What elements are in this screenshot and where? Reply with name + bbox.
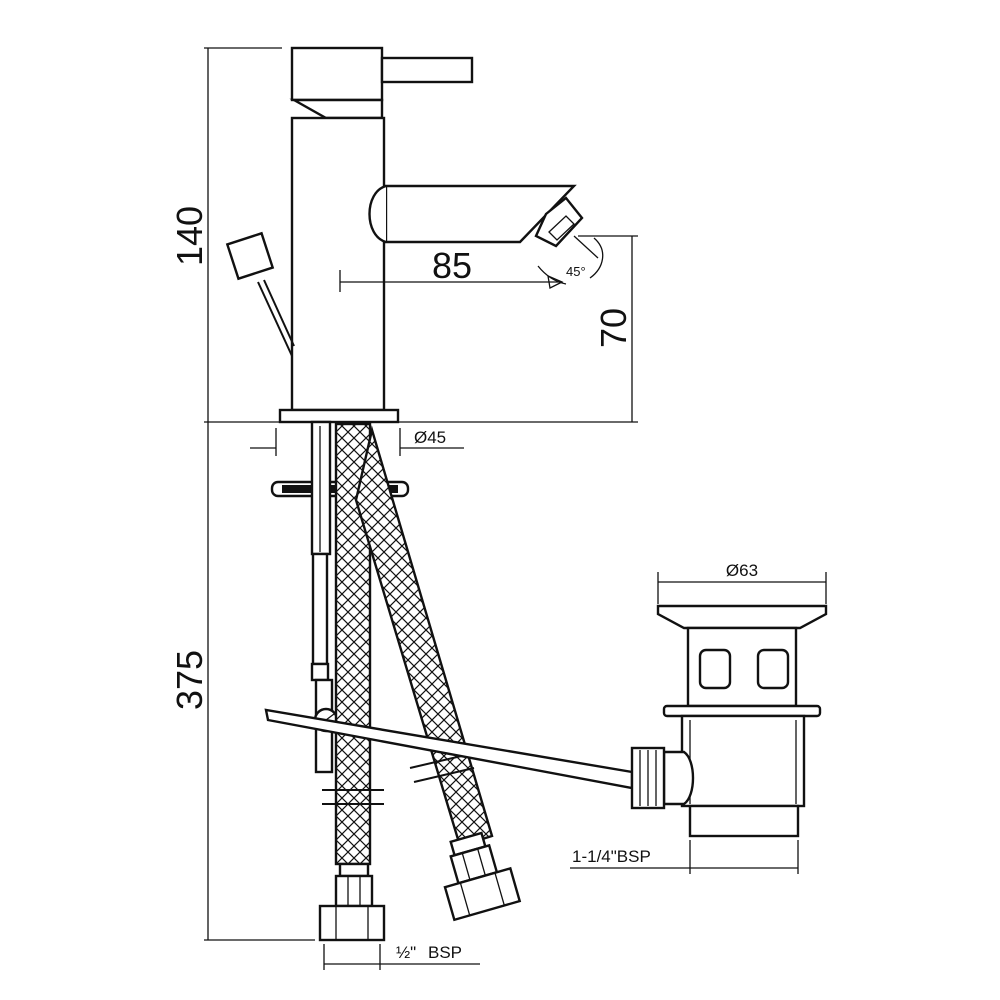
waste-thread-dimension: [570, 840, 799, 874]
base-diameter-label: Ø45: [414, 428, 446, 447]
angle-marker: [537, 235, 604, 285]
waste-diameter-label: Ø63: [726, 561, 758, 580]
reach-label: 85: [432, 245, 472, 286]
height-lower-label: 375: [169, 650, 210, 710]
waste-thread-label: 1-1/4"BSP: [572, 847, 651, 866]
hose-right: [354, 425, 522, 922]
popup-waste: [264, 604, 828, 838]
faucet-body: [278, 46, 584, 424]
height-upper-label: 140: [169, 206, 210, 266]
hose-thread-dimension: [323, 944, 480, 970]
angle-label: 45°: [566, 264, 586, 279]
hose-thread-unit: BSP: [428, 943, 462, 962]
hose-thread-frac: ½": [396, 943, 416, 962]
height-dimension-lines: [204, 47, 315, 941]
waste-diameter-dimension: [657, 572, 827, 604]
spout-height-label: 70: [593, 308, 634, 348]
base-diameter-dimension: [250, 428, 464, 456]
popup-knob: [225, 231, 295, 357]
reach-dimension: [339, 270, 564, 292]
spout-height-dimension: [398, 235, 638, 423]
